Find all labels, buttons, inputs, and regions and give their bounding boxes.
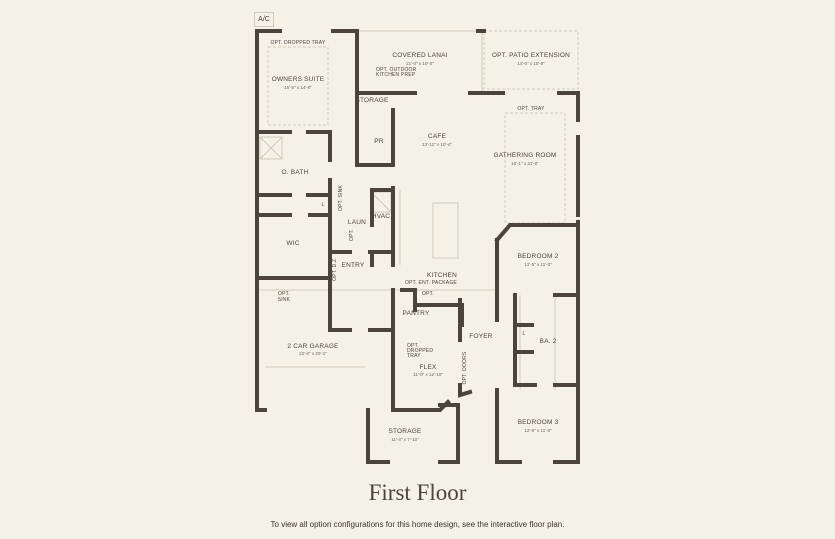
lanai-option: OPT. OUTDOOR KITCHEN PREP: [376, 67, 417, 78]
bath-2-toilet-label: L: [522, 331, 526, 337]
patio-extension-label: OPT. PATIO EXTENSION: [491, 52, 571, 59]
garage-label: 2 CAR GARAGE: [287, 343, 339, 350]
bedroom-2-dim: 12'-5" x 11'-0": [524, 262, 552, 267]
footer-note: To view all option configurations for th…: [270, 520, 565, 529]
gathering-option: OPT. TRAY: [517, 106, 545, 112]
owner-bath-label: O. BATH: [281, 169, 309, 176]
kitchen-opt: OPT.: [422, 291, 434, 297]
bedroom-3-label: BEDROOM 3: [517, 419, 559, 426]
foyer-label: FOYER: [469, 333, 493, 340]
laundry-option: OPT.: [349, 229, 355, 241]
hvac-label: HVAC: [371, 213, 391, 220]
walls: [255, 29, 580, 464]
drop-zone-option: OPT. D.Z.: [332, 257, 338, 281]
entry-label: ENTRY: [341, 262, 365, 269]
owner-toilet-label: L: [321, 202, 325, 208]
opt-sink-laundry: OPT. SINK: [338, 185, 344, 211]
flex-option: OPT. DROPPED TRAY: [407, 343, 434, 359]
kitchen-option: OPT. ENT. PACKAGE: [405, 280, 457, 286]
covered-lanai-label: COVERED LANAI: [392, 52, 448, 59]
cafe-label: CAFE: [427, 133, 447, 140]
garage-storage-dim: 11'-4" x 7'-10": [391, 437, 419, 442]
storage-label: STORAGE: [355, 97, 389, 104]
gathering-room-label: GATHERING ROOM: [493, 152, 557, 159]
owners-suite-label: OWNERS SUITE: [271, 76, 325, 83]
ac-unit-label: A/C: [254, 12, 274, 27]
bedroom-2-label: BEDROOM 2: [517, 253, 559, 260]
bath-2-label: BA. 2: [539, 338, 557, 345]
patio-extension-dim: 14'-0" x 10'-0": [517, 61, 545, 66]
flex-dim: 11'-0" x 12'-10": [413, 372, 443, 377]
garage-dim: 22'-0" x 20'-1": [299, 351, 327, 356]
pantry-label: PANTRY: [402, 310, 430, 317]
pr-label: PR: [374, 138, 384, 145]
bedroom-3-dim: 12'-0" x 11'-0": [524, 428, 552, 433]
gathering-room-dim: 15'-1" x 21'-0": [511, 161, 539, 166]
laundry-label: LAUN: [347, 219, 367, 226]
kitchen-label: KITCHEN: [427, 272, 457, 279]
wic-label: WIC: [286, 240, 300, 247]
flex-label: FLEX: [419, 364, 437, 371]
owners-suite-dim: 15'-5" x 14'-0": [284, 85, 312, 90]
floor-title: First Floor: [368, 480, 467, 505]
cafe-dim: 13'-11" x 10'-4": [422, 142, 452, 147]
garage-sink-option: OPT. SINK: [277, 291, 291, 303]
flex-doors-option: OPT. DOORS: [462, 351, 468, 385]
owners-suite-option: OPT. DROPPED TRAY: [270, 40, 326, 46]
covered-lanai-dim: 21'-0" x 10'-0": [406, 61, 434, 66]
garage-storage-label: STORAGE: [388, 428, 422, 435]
